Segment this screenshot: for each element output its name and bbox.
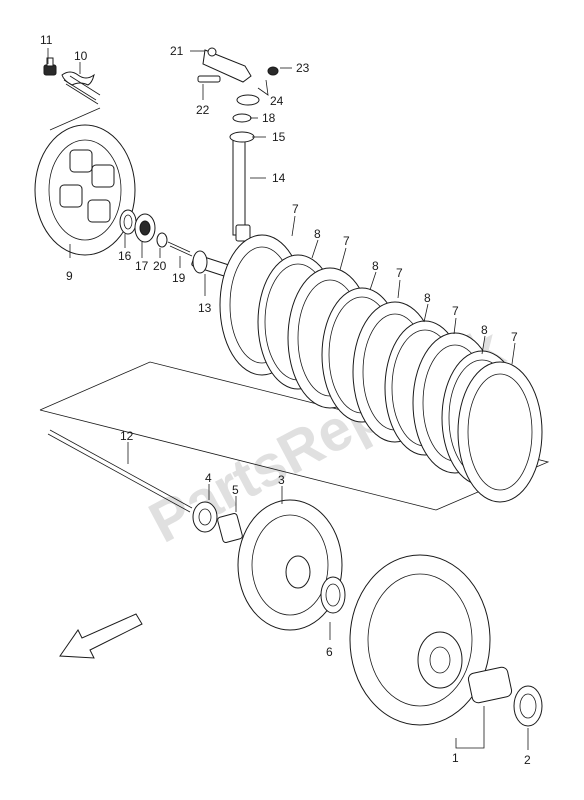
callout-7e: 7	[511, 330, 518, 344]
washer-part-18	[232, 113, 252, 123]
callout-14: 14	[272, 171, 286, 185]
callout-11: 11	[40, 33, 53, 47]
washer-part-24	[236, 94, 260, 106]
sleeve-hub-part-3	[237, 499, 343, 631]
push-rod-part-12	[47, 429, 193, 513]
callout-6: 6	[326, 645, 333, 659]
oil-seal-part-15	[229, 131, 255, 143]
callout-8b: 8	[372, 259, 379, 273]
callout-7a: 7	[292, 202, 299, 216]
screw-part-23	[267, 66, 279, 76]
pressure-plate-part-9	[34, 124, 136, 256]
callout-15: 15	[272, 130, 286, 144]
callout-19: 19	[172, 271, 186, 285]
release-lever-part-21	[202, 47, 252, 83]
callout-8d: 8	[481, 323, 488, 337]
callout-17: 17	[135, 259, 149, 273]
callout-8a: 8	[314, 227, 321, 241]
callout-21: 21	[170, 44, 184, 58]
callout-5: 5	[232, 483, 239, 497]
callout-1: 1	[452, 751, 459, 765]
callout-16: 16	[118, 249, 132, 263]
front-direction-arrow-icon	[59, 613, 143, 659]
callout-4: 4	[205, 471, 212, 485]
callout-12: 12	[120, 429, 134, 443]
callout-8c: 8	[424, 291, 431, 305]
callout-24: 24	[270, 94, 284, 108]
release-shaft-part-14	[232, 139, 251, 242]
spring-part-10	[61, 71, 101, 105]
callout-labels: 11 10 9 16 17 20 19 13 14 15 18 24 21 22…	[40, 33, 531, 767]
pin-part-19	[167, 241, 193, 257]
thrust-washer-part-6	[320, 576, 346, 614]
callout-7c: 7	[396, 266, 403, 280]
leader-lines	[47, 48, 529, 750]
callout-9: 9	[66, 269, 73, 283]
callout-18: 18	[262, 111, 276, 125]
nut-part-4	[192, 501, 218, 533]
callout-7d: 7	[452, 304, 459, 318]
lock-washer-part-5	[217, 513, 243, 543]
spacer-sleeve-part-1	[467, 666, 513, 704]
callout-13: 13	[198, 301, 212, 315]
nut-part-20	[156, 232, 168, 248]
callout-10: 10	[74, 49, 88, 63]
bolt-part-11	[43, 57, 57, 76]
callout-3: 3	[278, 473, 285, 487]
push-piece-part-13	[191, 250, 234, 278]
drive-plate-7e	[457, 361, 543, 503]
callout-22: 22	[196, 103, 210, 117]
bolt-part-22	[197, 75, 221, 83]
callout-2: 2	[524, 753, 531, 767]
washer-part-2	[513, 685, 543, 727]
washer-part-16	[119, 209, 137, 235]
callout-23: 23	[296, 61, 310, 75]
callout-7b: 7	[343, 234, 350, 248]
clutch-housing-part-1	[349, 554, 491, 726]
bearing-part-17	[134, 213, 156, 243]
callout-20: 20	[153, 259, 167, 273]
